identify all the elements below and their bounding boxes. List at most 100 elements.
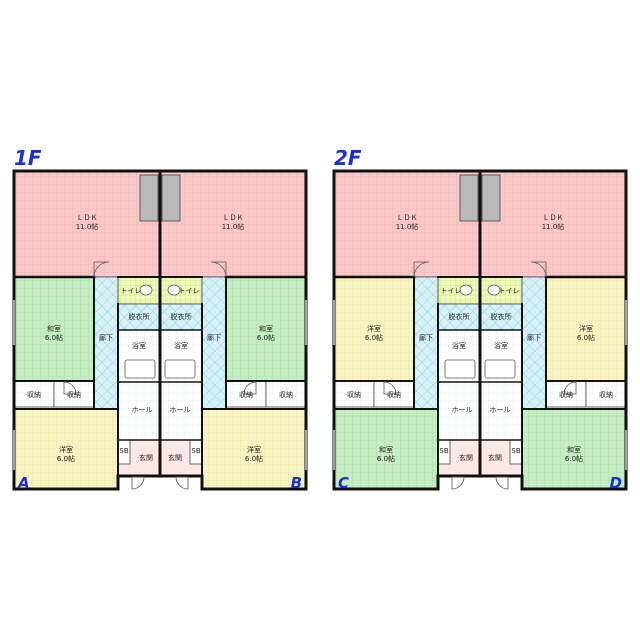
floor-label: 1F: [14, 146, 42, 170]
label-foyer-right: ホール: [490, 406, 511, 414]
label-low-left: 洋室: [59, 445, 73, 454]
bathtub-icon: [164, 359, 196, 379]
label-closet-2: 収納: [387, 390, 401, 399]
unit-label-right: B: [291, 474, 302, 492]
label-shoebox-left: SB: [439, 447, 448, 455]
door-swing: [131, 476, 145, 490]
label-hall-right: 廊下: [527, 333, 541, 342]
unit-label-left: C: [338, 474, 349, 492]
room-ldk-left: [13, 170, 161, 278]
toilet-icon: [487, 284, 501, 296]
label-closet-4: 収納: [279, 390, 293, 399]
label-mid-left-size: 6.0帖: [45, 333, 63, 342]
label-toilet-right: トイレ: [499, 287, 520, 295]
label-mid-left-size: 6.0帖: [365, 333, 383, 342]
toilet-icon: [167, 284, 181, 296]
room-ldk-right: [479, 170, 627, 278]
label-entrance-left: 玄関: [139, 453, 153, 462]
floor-1: 1FＬＤＫ11.0帖ＬＤＫ11.0帖和室6.0帖和室6.0帖洋室6.0帖洋室6.…: [12, 146, 308, 492]
label-toilet-left: トイレ: [441, 287, 462, 295]
hallway-left: [413, 276, 439, 410]
label-ldk-left-size: 11.0帖: [396, 222, 419, 231]
kitchen-counter-left: [139, 174, 159, 222]
label-low-left: 和室: [379, 445, 393, 454]
label-mid-left: 洋室: [367, 324, 381, 333]
label-foyer-left: ホール: [132, 406, 153, 414]
label-low-right: 和室: [567, 445, 581, 454]
door-swing: [495, 476, 509, 490]
label-bath-right: 浴室: [174, 341, 188, 350]
label-hall-right: 廊下: [207, 333, 221, 342]
label-closet-3: 収納: [239, 390, 253, 399]
label-closet-3: 収納: [559, 390, 573, 399]
door-swing: [413, 261, 430, 278]
label-dressing-left: 脱衣所: [449, 312, 470, 321]
label-low-left-size: 6.0帖: [377, 454, 395, 463]
label-mid-right-size: 6.0帖: [577, 333, 595, 342]
label-dressing-right: 脱衣所: [171, 312, 192, 321]
label-entrance-right: 玄関: [488, 453, 502, 462]
label-bath-right: 浴室: [494, 341, 508, 350]
kitchen-counter-right: [161, 174, 181, 222]
room-mid-left: [333, 276, 415, 382]
label-ldk-right-size: 11.0帖: [222, 222, 245, 231]
floor-2: 2FＬＤＫ11.0帖ＬＤＫ11.0帖洋室6.0帖洋室6.0帖和室6.0帖和室6.…: [332, 146, 628, 492]
door-swing: [563, 381, 577, 395]
unit-label-left: A: [17, 474, 30, 492]
label-ldk-right: ＬＤＫ: [543, 214, 564, 222]
label-mid-right-size: 6.0帖: [257, 333, 275, 342]
label-low-right: 洋室: [247, 445, 261, 454]
room-ldk-left: [333, 170, 481, 278]
label-ldk-left: ＬＤＫ: [77, 214, 98, 222]
closet-4: [265, 380, 307, 408]
hallway-left: [93, 276, 119, 410]
label-hall-left: 廊下: [99, 333, 113, 342]
label-toilet-right: トイレ: [179, 287, 200, 295]
label-closet-1: 収納: [27, 390, 41, 399]
hallway-right: [201, 276, 227, 410]
door-swing: [530, 261, 547, 278]
label-dressing-left: 脱衣所: [129, 312, 150, 321]
label-entrance-right: 玄関: [168, 453, 182, 462]
label-closet-1: 収納: [347, 390, 361, 399]
label-hall-left: 廊下: [419, 333, 433, 342]
room-mid-right: [225, 276, 307, 382]
label-low-left-size: 6.0帖: [57, 454, 75, 463]
door-swing: [175, 476, 189, 490]
bathtub-icon: [444, 359, 476, 379]
label-mid-left: 和室: [47, 324, 61, 333]
label-closet-4: 収納: [599, 390, 613, 399]
door-swing: [243, 381, 257, 395]
room-low-left: [13, 408, 119, 490]
label-ldk-right: ＬＤＫ: [223, 214, 244, 222]
unit-label-right: D: [610, 474, 622, 492]
door-swing: [210, 261, 227, 278]
label-toilet-left: トイレ: [121, 287, 142, 295]
label-mid-right: 和室: [259, 324, 273, 333]
label-shoebox-right: SB: [191, 447, 200, 455]
label-shoebox-left: SB: [119, 447, 128, 455]
kitchen-counter-left: [459, 174, 479, 222]
toilet-icon: [459, 284, 473, 296]
label-ldk-left: ＬＤＫ: [397, 214, 418, 222]
door-swing: [93, 261, 110, 278]
label-low-right-size: 6.0帖: [245, 454, 263, 463]
bathtub-icon: [484, 359, 516, 379]
label-closet-2: 収納: [67, 390, 81, 399]
door-swing: [451, 476, 465, 490]
label-shoebox-right: SB: [511, 447, 520, 455]
bathtub-icon: [124, 359, 156, 379]
hallway-right: [521, 276, 547, 410]
label-low-right-size: 6.0帖: [565, 454, 583, 463]
floor-label: 2F: [334, 146, 362, 170]
label-dressing-right: 脱衣所: [491, 312, 512, 321]
label-bath-left: 浴室: [452, 341, 466, 350]
door-swing: [63, 381, 77, 395]
kitchen-counter-right: [481, 174, 501, 222]
label-mid-right: 洋室: [579, 324, 593, 333]
label-entrance-left: 玄関: [459, 453, 473, 462]
room-ldk-right: [159, 170, 307, 278]
toilet-icon: [139, 284, 153, 296]
label-foyer-right: ホール: [170, 406, 191, 414]
